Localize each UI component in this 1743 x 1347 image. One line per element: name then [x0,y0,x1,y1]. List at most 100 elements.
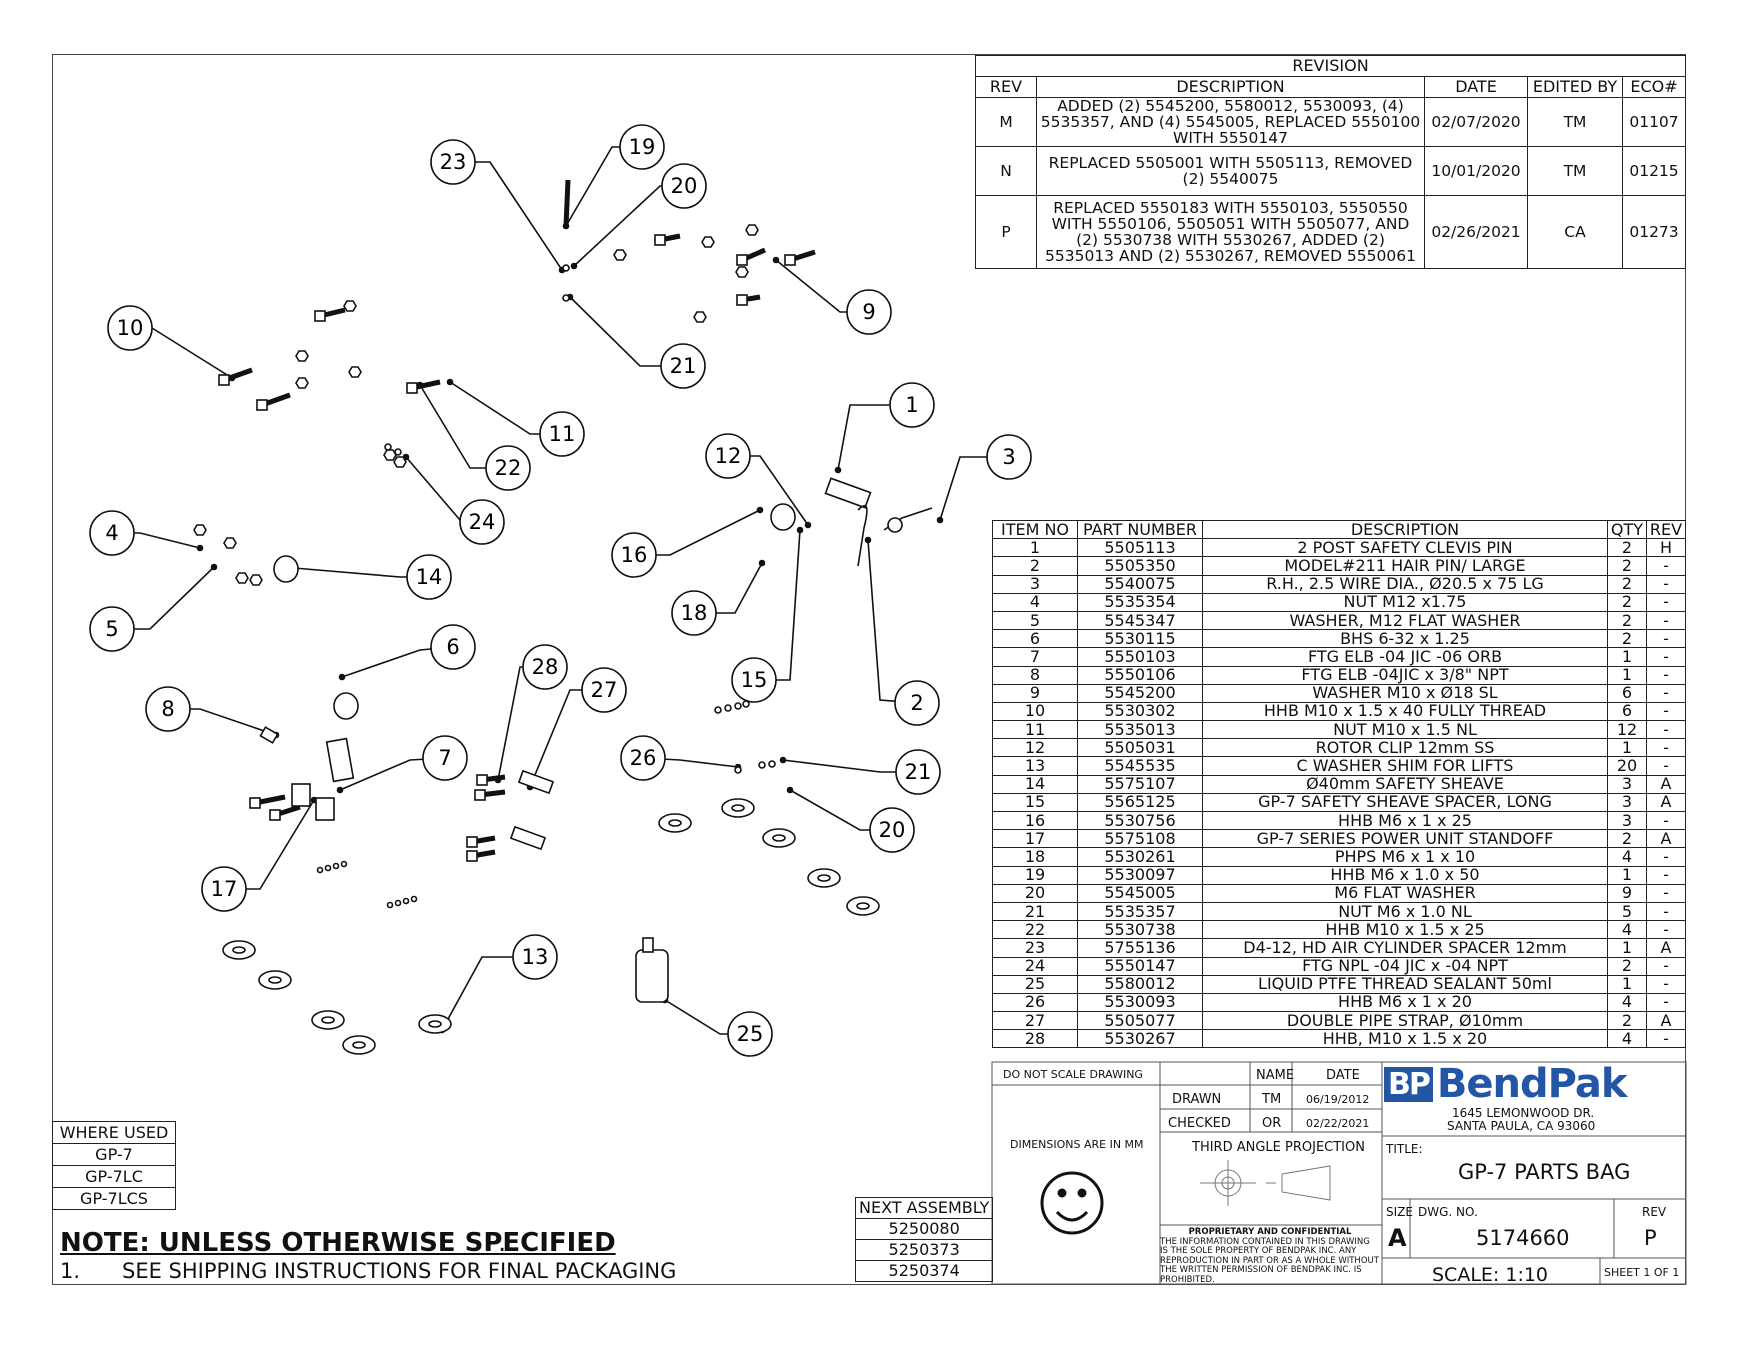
qty-cell: 2 [1607,592,1647,612]
balloon-label: 22 [495,456,522,480]
description-cell: MODEL#211 HAIR PIN/ LARGE [1202,556,1608,576]
safety-sheave [770,503,796,531]
balloon-label: 21 [670,354,697,378]
item-no-cell: 26 [992,992,1078,1013]
leader-arrowhead [336,786,344,794]
balloon-label: 26 [630,746,657,770]
item-no-cell: 16 [992,810,1078,831]
part-number-cell: 5535013 [1077,720,1203,740]
leader-arrowhead [834,466,842,474]
item-no-cell: 1 [992,538,1078,558]
next-assembly-title: NEXT ASSEMBLY [854,1197,994,1219]
description-cell: M6 FLAT WASHER [1202,883,1608,903]
description-header: DESCRIPTION [1036,76,1425,98]
rev-cell: - [1646,683,1686,703]
leader-arrowhead [796,526,804,534]
rev-cell: - [1646,574,1686,594]
part-number-cell: 5530115 [1077,629,1203,649]
balloon-label: 20 [671,174,698,198]
hair-pin [857,505,868,567]
bolt-head [218,374,230,386]
bolt-head [269,809,281,821]
proprietary-title: PROPRIETARY AND CONFIDENTIAL [1188,1227,1352,1237]
description-cell: DOUBLE PIPE STRAP, Ø10mm [1202,1011,1608,1031]
leader-line [867,539,918,704]
do-not-scale-label: DO NOT SCALE DRAWING [1003,1068,1143,1081]
rev-cell: - [1646,810,1686,831]
part-number-cell: 5575108 [1077,829,1203,849]
item-no-cell: 20 [992,883,1078,903]
balloon: 5 [89,606,135,652]
where-used-item: GP-7LC [52,1165,176,1188]
qty-cell: 2 [1607,829,1647,849]
balloon-circle [727,1011,773,1057]
balloon-circle [430,624,476,670]
bill-of-materials-table: ITEM NO PART NUMBER DESCRIPTION QTY REV … [992,519,1686,1049]
rev-cell: H [1646,538,1686,558]
c-washer-hole [321,1016,335,1024]
qty-cell: 1 [1607,738,1647,758]
leader-line [754,529,801,681]
item-no-cell: 15 [992,792,1078,813]
balloon-circle [619,124,665,170]
edited-by-cell: CA [1527,195,1623,269]
leader-arrowhead [758,559,766,567]
safety-sheave [273,555,299,583]
balloon-label: 24 [469,510,496,534]
balloon-circle [145,686,191,732]
nut [562,264,570,272]
pipe-strap [509,825,547,851]
leader-arrowhead [210,563,218,571]
rev-cell: A [1646,774,1686,794]
balloon-label: 28 [532,655,559,679]
balloon-label: 1 [905,393,918,417]
qty-cell: 2 [1607,538,1647,558]
item-no-cell: 14 [992,774,1078,794]
rev-cell: - [1646,920,1686,940]
description-cell: PHPS M6 x 1 x 10 [1202,847,1608,867]
title-label: TITLE: [1386,1142,1423,1156]
c-washer-hole [772,834,786,842]
checked-name: OR [1262,1116,1282,1131]
item-no-cell: 13 [992,756,1078,776]
revision-row: M ADDED (2) 5545200, 5580012, 5530093, (… [975,97,1686,147]
part-number-cell: 5545200 [1077,683,1203,703]
balloon-label: 25 [737,1022,764,1046]
balloon: 6 [430,624,476,670]
where-used-item: GP-7 [52,1143,176,1166]
description-cell: NUT M12 x1.75 [1202,592,1608,612]
rev-cell: - [1646,756,1686,776]
hex-nut [295,350,309,362]
revision-row: P REPLACED 5550183 WITH 5550103, 5550550… [975,195,1686,269]
drawn-label: DRAWN [1172,1092,1222,1107]
part-number-cell: 5530738 [1077,920,1203,940]
leader-arrowhead [772,256,780,264]
edited-by-cell: TM [1527,146,1623,196]
rev-cell: - [1646,720,1686,740]
item-no-cell: 6 [992,629,1078,649]
address-line-1: 1645 LEMONWOOD DR. [1452,1106,1595,1120]
rev-cell: - [1646,865,1686,885]
balloon-circle [895,749,941,795]
hex-nut [701,236,715,248]
balloon: 18 [671,590,717,636]
hex-nut [693,311,707,323]
description-cell: Ø40mm SAFETY SHEAVE [1202,774,1608,794]
part-number-cell: 5535357 [1077,901,1203,922]
qty-cell: 2 [1607,610,1647,631]
description-cell: WASHER M10 x Ø18 SL [1202,683,1608,703]
size-label: SIZE [1386,1205,1413,1219]
leader-arrowhead [196,544,204,552]
washer-stack [410,895,418,903]
balloon: 24 [459,499,505,545]
bolt-head [654,234,666,246]
revision-title: REVISION [975,55,1686,77]
rev-cell: - [1646,956,1686,976]
balloon: 20 [869,807,915,853]
